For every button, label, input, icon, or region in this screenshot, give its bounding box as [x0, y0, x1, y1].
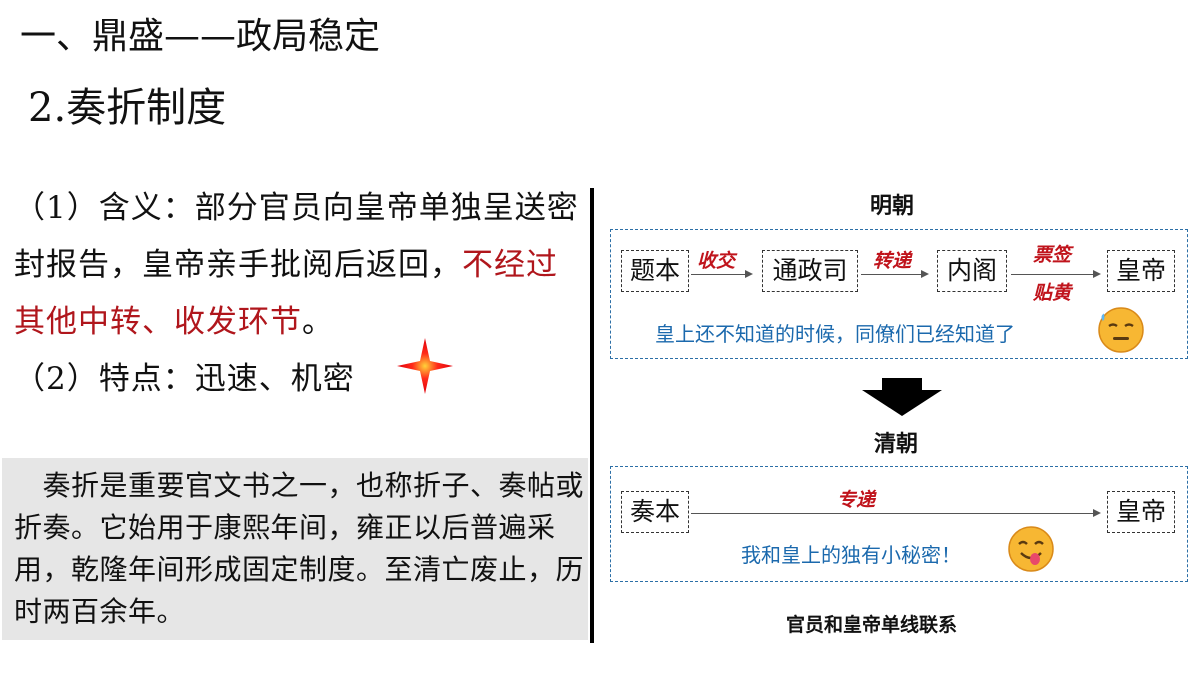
subsection-title: 2.奏折制度: [28, 85, 227, 131]
ming-node-tongzhengsi: 通政司: [762, 250, 858, 292]
definition-end: 。: [302, 304, 334, 340]
quote-box: 奏折是重要官文书之一，也称折子、奏帖或折奏。它始用于康熙年间，雍正以后普遍采用，…: [2, 458, 588, 640]
definition-block: （1）含义：部分官员向皇帝单独呈送密封报告，皇帝亲手批阅后返回，不经过其他中转、…: [14, 180, 589, 408]
step-tiehuang: 贴黄: [1033, 282, 1072, 304]
qing-note: 我和皇上的独有小秘密！: [741, 543, 961, 567]
red-star-icon: [397, 338, 453, 394]
qing-node-zouben: 奏本: [621, 491, 689, 533]
qing-node-huangdi: 皇帝: [1107, 491, 1175, 533]
down-arrow-icon: [862, 378, 942, 416]
definition-text: （1）含义：部分官员向皇帝单独呈送密封报告，皇帝亲手批阅后返回，: [14, 190, 579, 283]
ming-panel: 题本 通政司 内阁 皇帝 收交 转递 票签 贴黄 皇上还不知道的时候，同僚们已经…: [610, 229, 1188, 359]
vertical-divider: [590, 188, 594, 643]
step-zhuandi: 转递: [873, 250, 912, 272]
arrow-3: [1011, 270, 1101, 278]
qing-label: 清朝: [874, 431, 919, 457]
ming-node-huangdi: 皇帝: [1107, 250, 1175, 292]
step-piaoqian: 票签: [1033, 244, 1072, 266]
arrow-2: [861, 270, 929, 278]
arrow-1: [691, 270, 753, 278]
qing-arrow: [691, 509, 1101, 517]
definition-highlight: 不经过其他中转、收发环节: [14, 247, 558, 340]
diagram-caption: 官员和皇帝单线联系: [786, 614, 958, 636]
step-zhuandi-qing: 专递: [837, 489, 876, 511]
ming-node-tiben: 题本: [621, 250, 689, 292]
features-text: （2）特点：迅速、机密: [14, 361, 355, 397]
ming-note: 皇上还不知道的时候，同僚们已经知道了: [655, 322, 1015, 346]
quote-text: 奏折是重要官文书之一，也称折子、奏帖或折奏。它始用于康熙年间，雍正以后普遍采用，…: [14, 469, 585, 628]
ming-label: 明朝: [870, 193, 915, 219]
ming-node-neige: 内阁: [937, 250, 1007, 292]
section-title: 一、鼎盛——政局稳定: [20, 16, 381, 57]
step-shoujiao: 收交: [697, 250, 736, 272]
qing-panel: 奏本 皇帝 专递 我和皇上的独有小秘密！: [610, 466, 1188, 582]
sweat-emoji-icon: [1098, 307, 1144, 353]
tongue-emoji-icon: [1008, 526, 1054, 572]
